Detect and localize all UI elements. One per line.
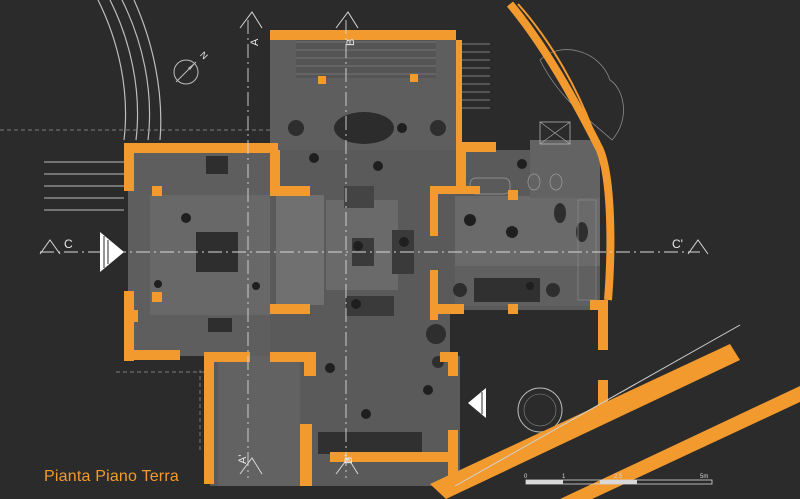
people-figures	[154, 123, 534, 419]
curved-wall-inner	[517, 3, 601, 151]
retaining-wall-lower	[560, 386, 800, 499]
furniture	[196, 112, 597, 454]
scale-tick-0: 0	[524, 474, 528, 480]
section-b-bottom: B'	[343, 455, 355, 464]
side-stairs	[462, 43, 490, 109]
section-c-right: C'	[672, 237, 683, 251]
boundary-line	[454, 324, 741, 487]
plan-title: Pianta Piano Terra	[44, 468, 179, 485]
scale-bar: 0 1 2.5 5m	[524, 474, 713, 485]
section-a-top: A	[249, 38, 261, 46]
north-arrow-icon	[173, 59, 199, 85]
garden-arcs	[97, 0, 162, 141]
section-b-top: B	[345, 39, 357, 46]
scale-tick-1: 1	[562, 474, 566, 480]
walls	[124, 30, 608, 486]
entry-steps	[44, 161, 124, 211]
scale-tick-3: 5m	[700, 474, 708, 480]
secondary-entrance-arrow-icon	[468, 388, 486, 418]
section-lines	[40, 20, 700, 478]
section-c-left: C	[64, 237, 73, 251]
retaining-wall	[430, 344, 740, 499]
compass-label: N	[198, 50, 210, 62]
section-markers	[39, 11, 709, 475]
scale-tick-2: 2.5	[614, 474, 623, 480]
entrance-arrow-icon	[100, 232, 124, 272]
section-a-bottom: A'	[237, 455, 249, 464]
